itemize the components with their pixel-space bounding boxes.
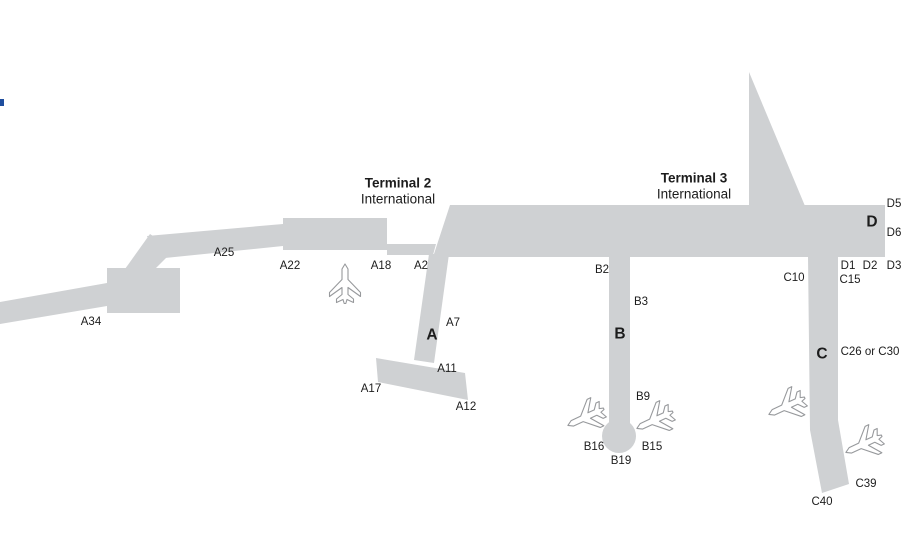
gate-label-a11: A11: [437, 363, 457, 375]
a25-arm-shape: [147, 224, 283, 259]
concourse-letter-d: D: [866, 214, 877, 231]
gate-label-d2: D2: [863, 260, 878, 272]
gate-a34-block-shape: [107, 268, 180, 313]
gate-label-a18: A18: [371, 260, 391, 272]
airplane-icon: [328, 263, 362, 305]
gate-label-a7: A7: [446, 317, 460, 329]
gate-label-b15: B15: [642, 441, 662, 453]
terminal-3-building-shape: [433, 205, 885, 257]
gate-label-b16: B16: [584, 441, 604, 453]
airplane-icon: [629, 397, 680, 444]
southwest-pier-shape: [0, 283, 107, 324]
gate-label-b9: B9: [636, 391, 650, 403]
terminal-buildings: [0, 72, 885, 493]
gate-label-b2: B2: [595, 264, 609, 276]
gate-label-c26-or-c30: C26 or C30: [841, 346, 900, 358]
airplane-icon: [838, 421, 889, 468]
gate-label-d5: D5: [887, 198, 902, 210]
concourse-letter-a: A: [426, 327, 437, 344]
terminal-title-2: Terminal 3: [661, 171, 728, 186]
concourse-a-crossbar-shape: [376, 358, 468, 400]
terminal-2-strip-shape: [387, 244, 436, 255]
gate-label-a22: A22: [280, 260, 300, 272]
edge-artifact: [0, 99, 4, 106]
terminal-2-building-shape: [283, 218, 387, 250]
gate-label-d3: D3: [887, 260, 902, 272]
terminal-subtitle-2: International: [657, 187, 731, 202]
airplane-icon: [761, 383, 812, 430]
gate-label-d1: D1: [841, 260, 856, 272]
concourse-letter-b: B: [614, 326, 625, 343]
concourse-b-rotunda-shape: [602, 419, 636, 453]
gate-label-a34: A34: [81, 316, 102, 328]
gate-label-b19: B19: [611, 455, 631, 467]
gate-label-c39: C39: [855, 478, 876, 490]
concourse-b-pier-shape: [609, 257, 630, 427]
gate-label-c10: C10: [783, 272, 804, 284]
gate-label-d6: D6: [887, 227, 902, 239]
gate-label-a25: A25: [214, 247, 234, 259]
concourse-a-pier-shape: [414, 254, 449, 363]
terminal-title-1: Terminal 2: [365, 176, 432, 191]
terminal-3-triangle-shape: [749, 72, 805, 206]
gate-label-c15: C15: [839, 274, 860, 286]
gate-label-c40: C40: [811, 496, 832, 508]
gate-label-b3: B3: [634, 296, 648, 308]
terminal-subtitle-1: International: [361, 192, 435, 207]
concourse-c-pier-shape: [808, 257, 849, 493]
gate-label-a2: A2: [414, 260, 428, 272]
gate-label-a12: A12: [456, 401, 476, 413]
gate-label-a17: A17: [361, 383, 381, 395]
concourse-letter-c: C: [816, 346, 827, 363]
